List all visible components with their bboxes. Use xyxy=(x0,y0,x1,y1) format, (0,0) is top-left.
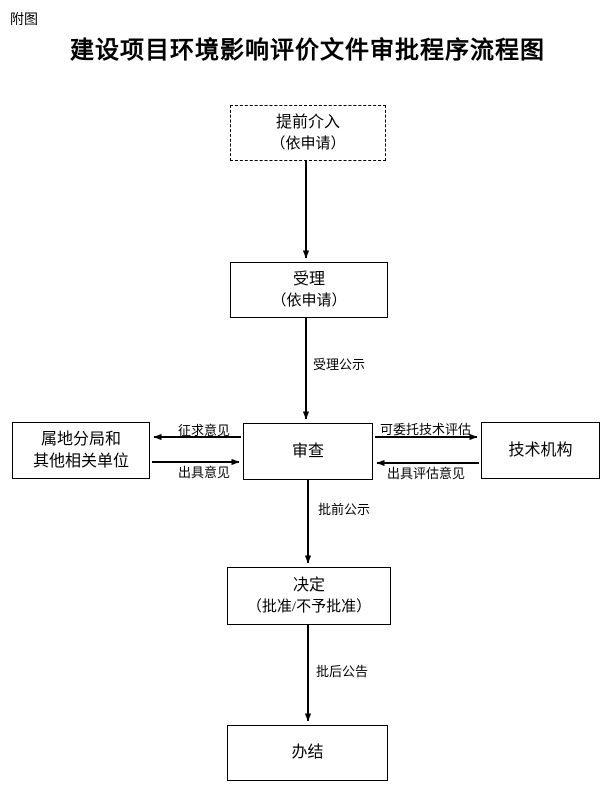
node-label-line1: 决定 xyxy=(292,576,325,594)
node-label-line2: 其他相关单位 xyxy=(32,452,129,470)
node-completed[interactable]: 办结 xyxy=(227,725,388,781)
node-label-line2: （依申请） xyxy=(271,292,347,309)
node-acceptance[interactable]: 受理 （依申请） xyxy=(230,262,388,318)
node-label-line1: 提前介入 xyxy=(275,113,340,131)
node-label-line1: 属地分局和 xyxy=(40,430,121,448)
node-technical-institution[interactable]: 技术机构 xyxy=(481,422,600,479)
node-advance-intervention[interactable]: 提前介入 （依申请） xyxy=(230,105,386,161)
node-label-line1: 技术机构 xyxy=(508,441,573,459)
node-label-line1: 办结 xyxy=(291,744,324,761)
node-label-line2: （依申请） xyxy=(270,135,346,152)
node-label-line2: （批准/不予批准） xyxy=(246,598,372,615)
edge-label-entrust-technical-assessment: 可委托技术评估 xyxy=(380,422,472,437)
edge-label-acceptance-publicity: 受理公示 xyxy=(313,357,366,372)
node-decision[interactable]: 决定 （批准/不予批准） xyxy=(227,567,391,625)
node-local-bureau-and-units[interactable]: 属地分局和 其他相关单位 xyxy=(12,422,150,479)
edge-label-post-approval-announcement: 批后公告 xyxy=(316,664,369,679)
page-title: 建设项目环境影响评价文件审批程序流程图 xyxy=(70,38,545,64)
corner-label: 附图 xyxy=(10,11,38,27)
edge-label-issue-opinions: 出具意见 xyxy=(178,465,231,480)
node-review[interactable]: 审查 xyxy=(243,423,373,480)
edge-label-issue-assessment-opinions: 出具评估意见 xyxy=(387,466,466,481)
edge-label-solicit-opinions: 征求意见 xyxy=(178,423,231,438)
edge-label-pre-approval-publicity: 批前公示 xyxy=(318,502,371,517)
node-label-line1: 审查 xyxy=(291,442,324,460)
node-label-line1: 受理 xyxy=(292,270,325,288)
